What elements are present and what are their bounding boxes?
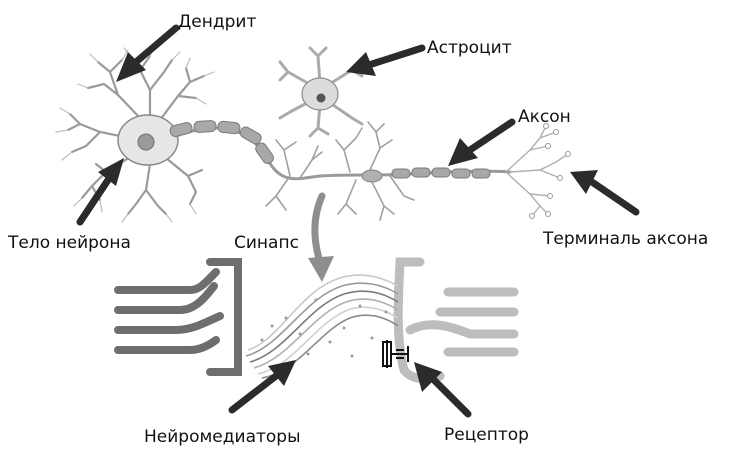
axon-branches	[266, 122, 414, 220]
axon-terminal-tree	[506, 126, 568, 216]
arrow-icon	[414, 362, 468, 414]
label-axon: Аксон	[518, 107, 571, 127]
arrow-icon	[448, 122, 512, 166]
synapse-detail	[118, 196, 514, 378]
astrocyte	[280, 48, 362, 136]
label-dendrite: Дендрит	[178, 12, 256, 32]
synapse-arrow-head	[308, 256, 334, 282]
label-soma: Тело нейрона	[7, 233, 131, 253]
astrocyte-nucleus	[317, 94, 326, 103]
presynaptic-terminal	[118, 262, 238, 372]
label-receptor: Рецептор	[444, 425, 529, 445]
neurotransmitter-waves	[246, 275, 398, 378]
axon-terminal-knobs	[530, 124, 571, 219]
label-axon-terminal: Терминаль аксона	[542, 229, 708, 249]
arrow-icon	[346, 48, 422, 76]
label-synapse: Синапс	[234, 233, 299, 253]
arrow-icon	[570, 170, 636, 212]
label-astrocyte: Астроцит	[427, 38, 512, 58]
soma-nucleus	[138, 134, 154, 150]
synapse-arrow-icon	[315, 196, 322, 262]
axon-node-body	[362, 170, 382, 182]
pointer-arrows	[80, 28, 636, 414]
postsynaptic-terminal	[398, 262, 514, 378]
label-neurotransmitters: Нейромедиаторы	[144, 427, 301, 447]
